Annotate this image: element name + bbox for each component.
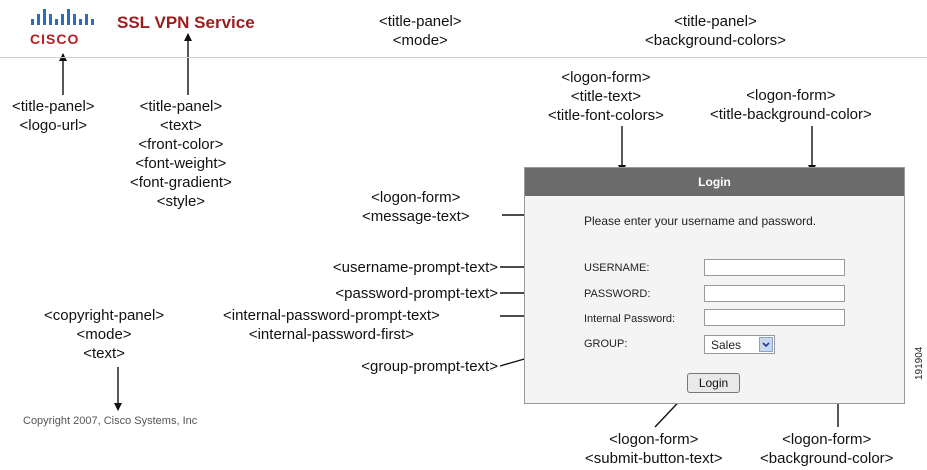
callout-password-prompt: <password-prompt-text> <box>335 285 498 302</box>
callout-title-mode: <title-panel><mode> <box>379 13 462 49</box>
callout-copyright: <copyright-panel><mode><text> <box>44 307 165 362</box>
password-label: PASSWORD: <box>584 288 651 300</box>
figure-code: 191904 <box>914 346 925 380</box>
group-label: GROUP: <box>584 338 628 350</box>
callout-group-prompt: <group-prompt-text> <box>361 358 498 375</box>
login-submit-button[interactable]: Login <box>687 373 740 393</box>
callout-form-title-background: <logon-form><title-background-color> <box>710 87 872 123</box>
callout-form-background: <logon-form><background-color> <box>760 431 894 467</box>
callout-submit-button-text: <logon-form><submit-button-text> <box>585 431 723 467</box>
callout-username-prompt: <username-prompt-text> <box>332 259 498 276</box>
cisco-wordmark: CISCO <box>30 31 80 47</box>
callout-logo-url: <title-panel><logo-url> <box>12 98 95 134</box>
header-divider <box>0 57 927 58</box>
login-form-title: Login <box>525 168 904 196</box>
group-select-value: Sales <box>711 338 742 352</box>
chevron-down-icon[interactable] <box>759 337 773 352</box>
login-form: Login Please enter your username and pas… <box>524 167 905 404</box>
callout-title-text: <title-panel><text> <front-color><font-w… <box>130 98 232 210</box>
login-message: Please enter your username and password. <box>584 214 817 228</box>
internal-password-field[interactable] <box>704 309 845 326</box>
ssl-vpn-title: SSL VPN Service <box>117 13 255 32</box>
copyright-text: Copyright 2007, Cisco Systems, Inc <box>23 415 198 427</box>
group-select[interactable]: Sales <box>704 335 775 354</box>
callout-title-background: <title-panel><background-colors> <box>645 13 786 49</box>
callout-form-title-text: <logon-form><title-text><title-font-colo… <box>548 69 664 124</box>
cisco-bridge-logo-icon <box>31 9 94 25</box>
internal-password-label: Internal Password: <box>584 313 676 325</box>
callout-internal-password: <internal-password-prompt-text><internal… <box>223 307 440 343</box>
callout-message-text: <logon-form><message-text> <box>362 189 470 225</box>
username-field[interactable] <box>704 259 845 276</box>
username-label: USERNAME: <box>584 262 650 274</box>
password-field[interactable] <box>704 285 845 302</box>
